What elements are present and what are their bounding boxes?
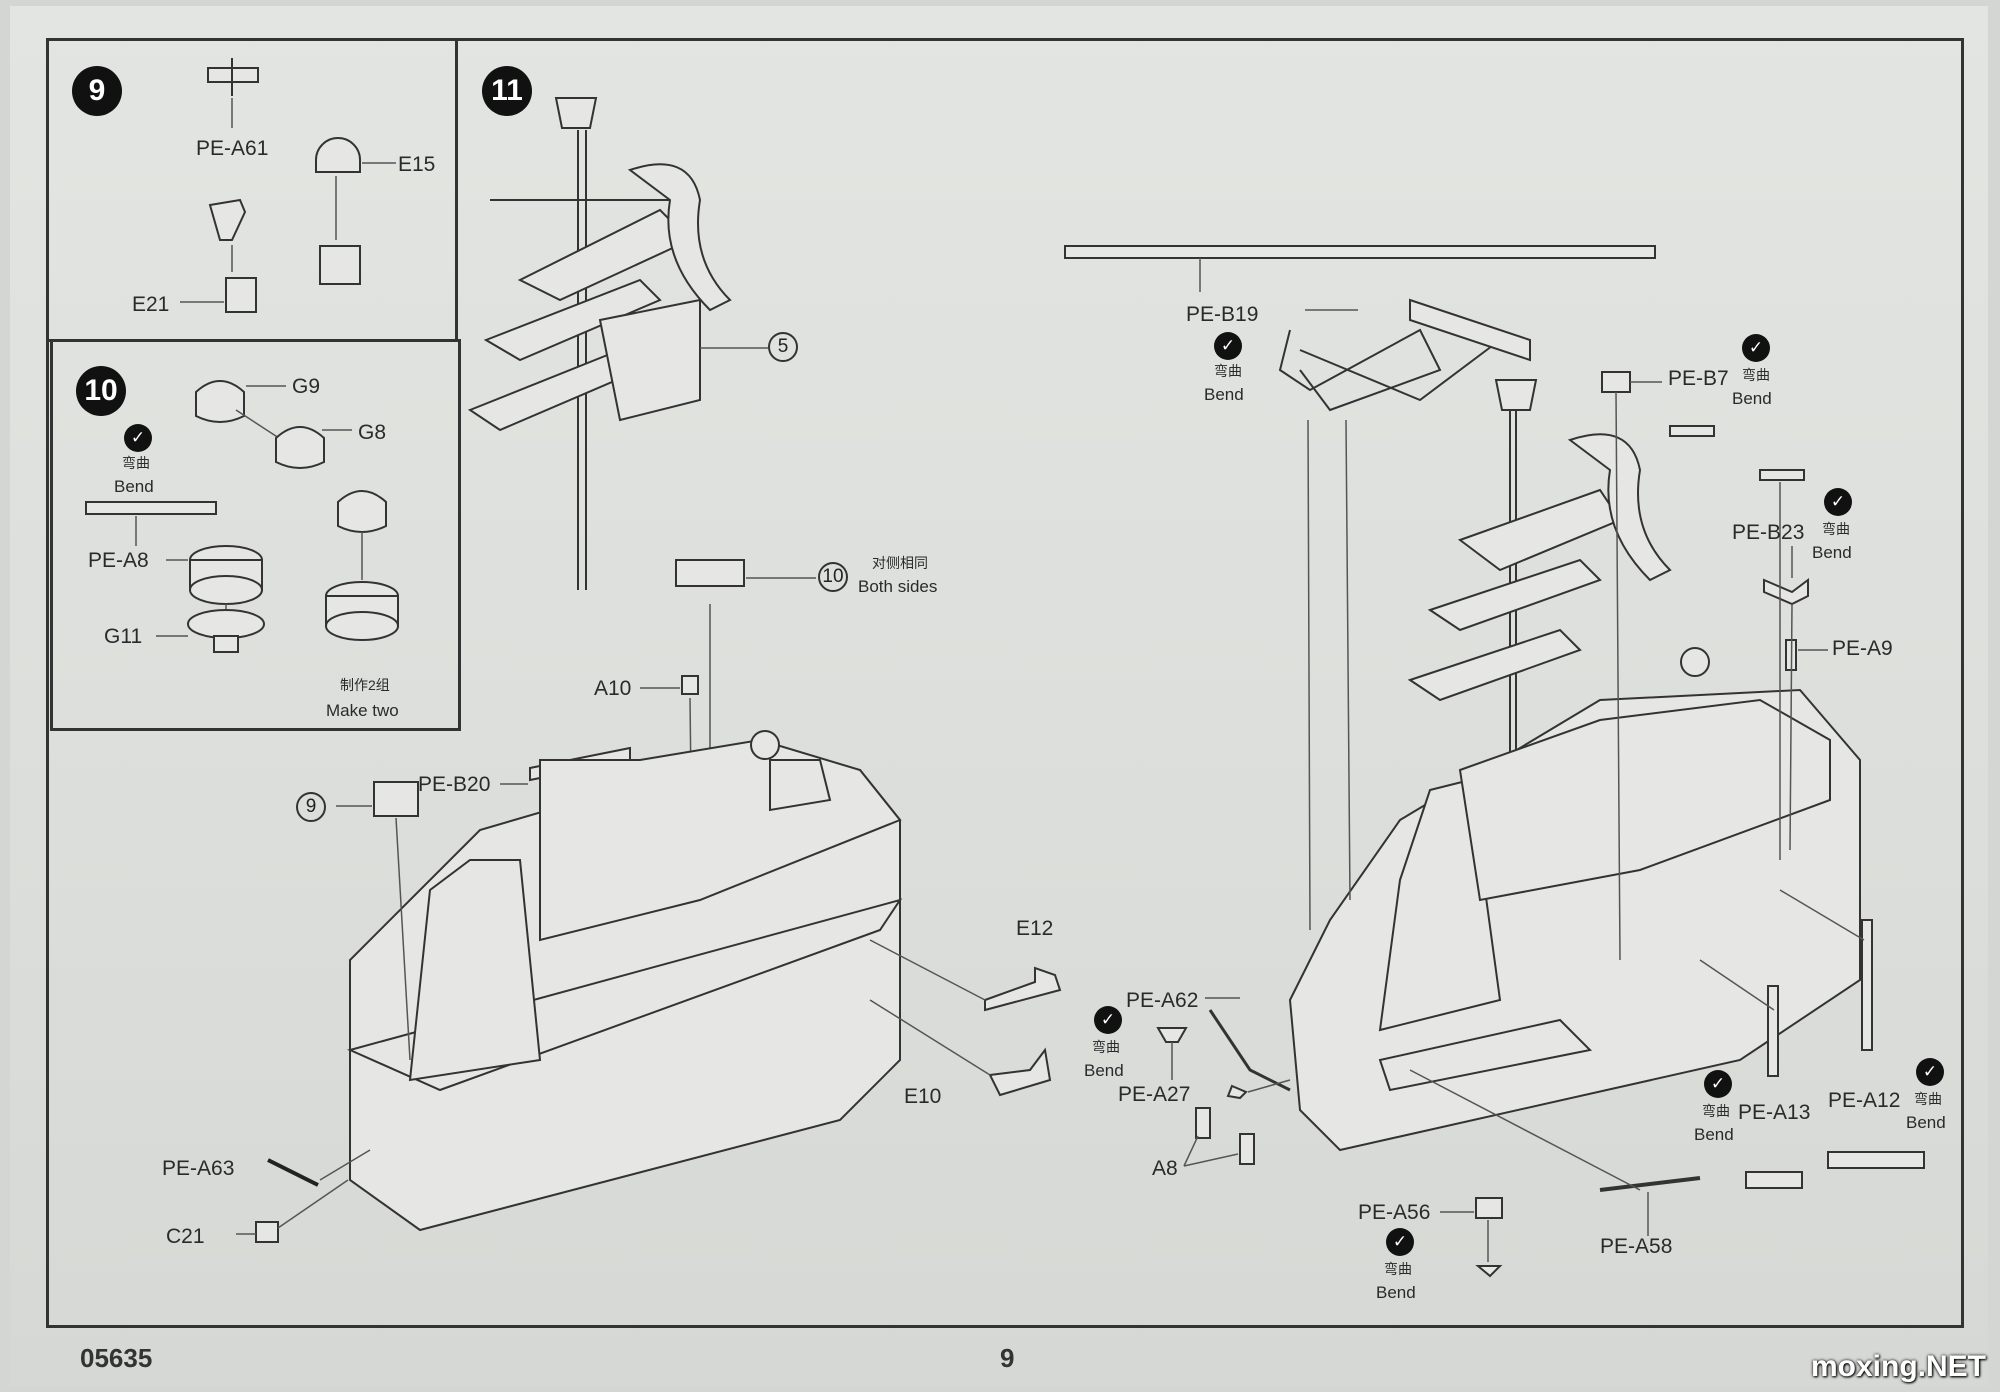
- callout-9: 9: [296, 792, 326, 822]
- label-g11: G11: [104, 625, 143, 648]
- both-sides-cn: 对侧相同: [872, 555, 928, 571]
- label-e21: E21: [132, 293, 170, 316]
- watermark: moxing.NET: [1810, 1350, 1986, 1383]
- bend-label-cn: 弯曲: [1742, 367, 1770, 383]
- make-two-en: Make two: [326, 701, 399, 720]
- step9-drawing: [180, 58, 396, 313]
- label-pe-b19: PE-B19: [1186, 303, 1259, 326]
- label-a8: A8: [1152, 1157, 1178, 1180]
- right-view-drawing: [1064, 245, 1925, 1278]
- page-number: 9: [1000, 1343, 1015, 1373]
- label-pe-a56: PE-A56: [1358, 1201, 1431, 1224]
- label-pe-a12: PE-A12: [1828, 1089, 1901, 1112]
- step-10-badge: 10: [76, 366, 126, 416]
- label-pe-b23: PE-B23: [1732, 521, 1805, 544]
- callout-5: 5: [768, 332, 798, 362]
- step-11-badge: 11: [482, 66, 532, 116]
- bend-label-cn: 弯曲: [122, 455, 150, 471]
- label-pe-b7: PE-B7: [1668, 367, 1729, 390]
- bend-icon: ✓: [1386, 1228, 1414, 1256]
- bend-label-cn: 弯曲: [1702, 1103, 1730, 1119]
- step-10-panel: [50, 339, 461, 731]
- label-e12: E12: [1016, 917, 1054, 940]
- bend-icon: ✓: [1916, 1058, 1944, 1086]
- label-g8: G8: [358, 421, 387, 444]
- bend-label-en: Bend: [1732, 389, 1772, 408]
- instruction-sheet: [10, 6, 1988, 1386]
- label-pe-a9: PE-A9: [1832, 637, 1893, 660]
- label-pe-a63: PE-A63: [162, 1157, 235, 1180]
- bend-icon: ✓: [1824, 488, 1852, 516]
- label-c21: C21: [166, 1225, 205, 1248]
- step-9-badge: 9: [72, 66, 122, 116]
- bend-label-cn: 弯曲: [1092, 1039, 1120, 1055]
- bend-icon: ✓: [1214, 332, 1242, 360]
- label-pe-a8: PE-A8: [88, 549, 149, 572]
- bend-icon: ✓: [1704, 1070, 1732, 1098]
- label-pe-a62: PE-A62: [1126, 989, 1199, 1012]
- bend-label-en: Bend: [1906, 1113, 1946, 1132]
- bend-label-cn: 弯曲: [1822, 521, 1850, 537]
- bend-label-cn: 弯曲: [1214, 363, 1242, 379]
- bend-label-en: Bend: [1812, 543, 1852, 562]
- bend-label-en: Bend: [114, 477, 154, 496]
- page-frame: [46, 38, 1964, 1328]
- label-pe-b20: PE-B20: [418, 773, 491, 796]
- callout-10: 10: [818, 562, 848, 592]
- bend-label-en: Bend: [1204, 385, 1244, 404]
- bend-label-en: Bend: [1694, 1125, 1734, 1144]
- step10-drawing: [85, 380, 399, 653]
- bend-label-en: Bend: [1084, 1061, 1124, 1080]
- bend-icon: ✓: [1094, 1006, 1122, 1034]
- label-e10: E10: [904, 1085, 942, 1108]
- bend-label-cn: 弯曲: [1384, 1261, 1412, 1277]
- bend-label-en: Bend: [1376, 1283, 1416, 1302]
- label-e15: E15: [398, 153, 436, 176]
- label-pe-a61: PE-A61: [196, 137, 269, 160]
- kit-number: 05635: [80, 1343, 153, 1373]
- label-pe-a27: PE-A27: [1118, 1083, 1191, 1106]
- label-a10: A10: [594, 677, 632, 700]
- bend-label-cn: 弯曲: [1914, 1091, 1942, 1107]
- step11-left-drawing: [236, 97, 1062, 1243]
- bend-icon: ✓: [124, 424, 152, 452]
- both-sides-en: Both sides: [858, 577, 938, 596]
- label-pe-a58: PE-A58: [1600, 1235, 1673, 1258]
- label-g9: G9: [292, 375, 321, 398]
- make-two-cn: 制作2组: [340, 677, 390, 693]
- label-pe-a13: PE-A13: [1738, 1101, 1811, 1124]
- bend-icon: ✓: [1742, 334, 1770, 362]
